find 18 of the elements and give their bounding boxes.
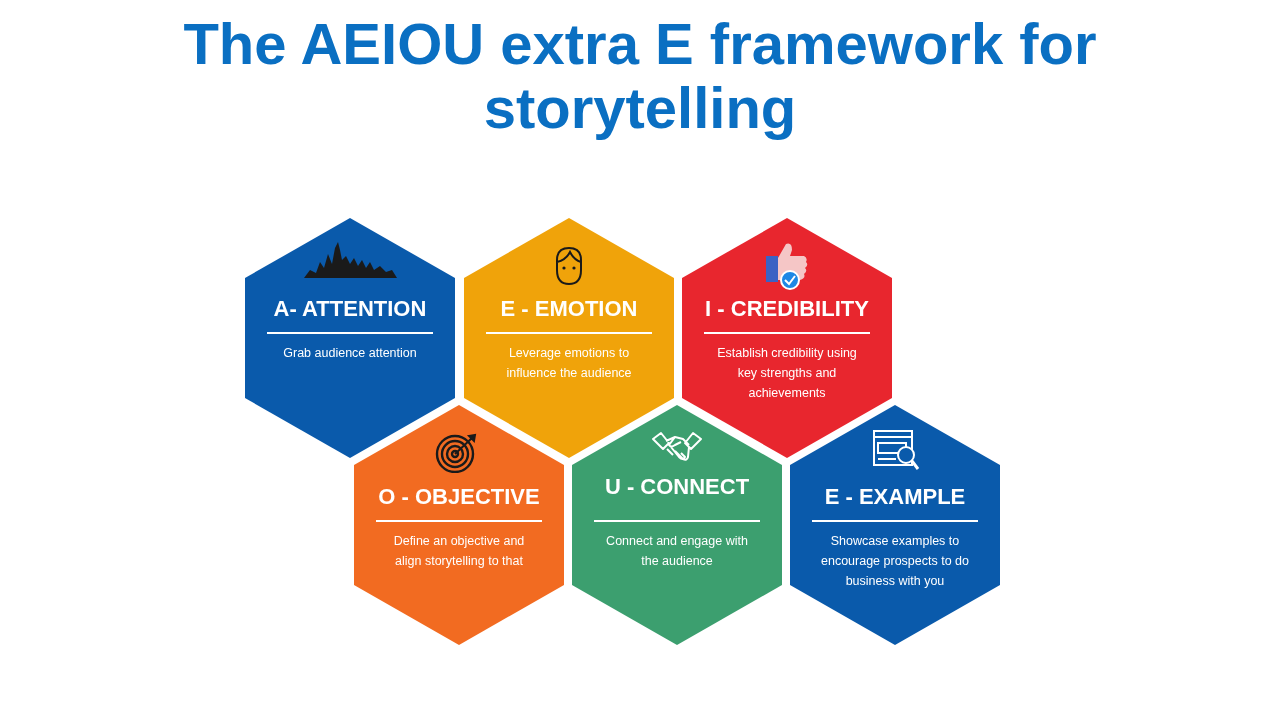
- card-heading: O - OBJECTIVE: [377, 484, 541, 510]
- card-heading: U - CONNECT: [603, 474, 751, 500]
- hexagon-card: [245, 218, 455, 458]
- hexagon-card: [790, 405, 1000, 645]
- hexagon-card: [354, 405, 564, 645]
- card-description: Define an objective and align storytelling to that: [392, 533, 526, 570]
- card-heading: E - EMOTION: [499, 296, 639, 322]
- card-description: Showcase examples to encourage prospects to do business with you: [820, 533, 970, 590]
- hexagon-card: [464, 218, 674, 458]
- card-heading: I - CREDIBILITY: [704, 296, 870, 322]
- card-heading: E - EXAMPLE: [823, 484, 967, 510]
- card-heading: A- ATTENTION: [272, 296, 428, 322]
- card-description: Connect and engage with the audience: [605, 533, 749, 570]
- card-description: Grab audience attention: [282, 345, 418, 362]
- card-description: Leverage emotions to influence the audience: [505, 345, 633, 382]
- title: The AEIOU extra E framework for storytelling: [182, 12, 1098, 140]
- hexagon-card: [572, 405, 782, 645]
- card-description: Establish credibility using key strengths and achievements: [716, 345, 858, 402]
